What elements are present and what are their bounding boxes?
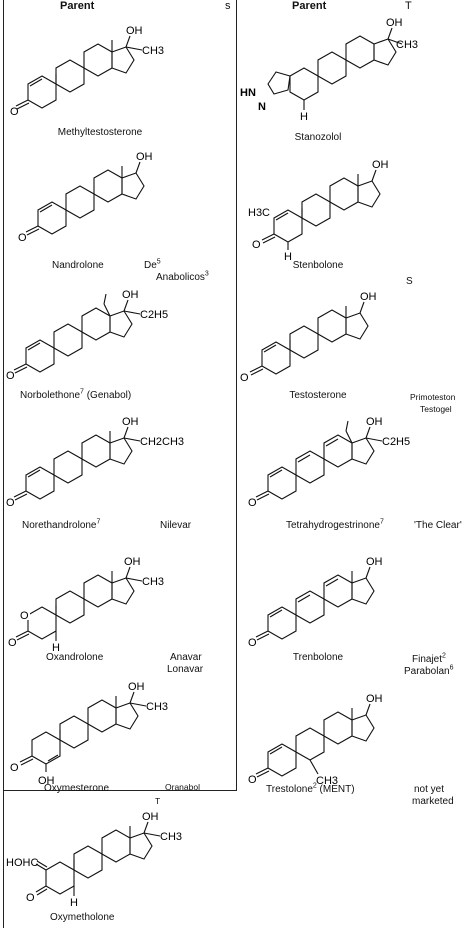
oh-label: OH <box>122 416 139 428</box>
oh-label: OH <box>372 159 389 171</box>
hn-label: HN <box>240 87 256 99</box>
oxo-o: O <box>6 497 15 509</box>
oxo-o: O <box>240 372 249 384</box>
trestolone-name: Trestolone2 (MENT) <box>266 782 355 795</box>
oh-label: OH <box>366 693 383 705</box>
oxo-o: O <box>6 370 15 382</box>
nandrolone-structure: O OH <box>8 140 178 250</box>
oxo-o: O <box>248 774 257 786</box>
stenbolone-structure: H3C O H OH <box>238 150 408 263</box>
oxymetholone-structure: HOHC O H OH CH3 <box>6 800 186 910</box>
left-border <box>3 0 4 790</box>
oh-label: OH <box>386 17 403 29</box>
tetrahydrogestrinone-trade: 'The Clear' <box>414 520 462 531</box>
methyltestosterone-structure: O OH CH3 <box>8 14 178 124</box>
oh-label: OH <box>366 556 383 568</box>
oxandrolone-trade-2: Lonavar <box>167 664 204 675</box>
oh-label: OH <box>122 289 139 301</box>
nandrolone-name: Nandrolone <box>52 260 104 271</box>
trestolone-structure: O CH3 OH <box>248 684 418 794</box>
oh-label: OH <box>360 291 377 303</box>
h-label: H <box>52 642 60 654</box>
oxo-o: O <box>248 497 257 509</box>
right-clipped-header: T <box>405 0 412 12</box>
oh-label: OH <box>126 25 143 37</box>
oxo-o: O <box>10 106 19 118</box>
oxo-o: O <box>8 637 17 649</box>
oxandrolone-name: Oxandrolone <box>46 652 104 663</box>
ch3-label: CH3 <box>142 45 164 57</box>
oxymesterone-trade-2: T <box>155 796 161 806</box>
oh-label: OH <box>136 151 153 163</box>
oxo-o: O <box>10 762 19 774</box>
trestolone-trade: not yet <box>414 784 445 795</box>
h3c-label: H3C <box>248 207 270 219</box>
oh-4-label: OH <box>38 775 55 787</box>
testosterone-trade-2: Testogel <box>420 404 452 414</box>
norbolethone-structure: O OH C2H5 <box>4 278 174 388</box>
oxandrolone-structure: O O H OH CH3 <box>8 545 178 655</box>
oh-label: OH <box>366 416 383 428</box>
lower-left-border <box>3 790 4 928</box>
tetrahydrogestrinone-structure: O OH C2H5 <box>248 405 418 515</box>
nandrolone-trade-2: Anabolicos3 <box>156 270 209 283</box>
oxymetholone-name: Oxymetholone <box>50 912 115 923</box>
trestolone-trade-2: marketed <box>412 796 454 807</box>
c2h5-label: C2H5 <box>382 436 410 448</box>
left-clipped-header: s <box>225 0 231 12</box>
oxo-o: O <box>26 892 35 904</box>
stanozolol-structure: HN N H OH CH3 <box>238 16 418 126</box>
h-label: H <box>300 111 308 123</box>
nandrolone-trade-fragment: De5 <box>144 258 161 271</box>
testosterone-trade: Primoteston <box>410 392 456 402</box>
left-parent-header: Parent <box>60 0 95 12</box>
methyltestosterone-name: Methyltestosterone <box>57 127 143 138</box>
testosterone-name: Testosterone <box>289 390 347 401</box>
ch3-label: CH3 <box>316 775 338 787</box>
oxo-o: O <box>252 239 261 251</box>
norethandrolone-name: Norethandrolone7 <box>22 518 101 531</box>
stenbolone-trade-fragment: S <box>406 276 413 287</box>
h-label: H <box>284 251 292 263</box>
trenbolone-trade: Finajet2 <box>412 652 446 665</box>
trenbolone-name: Trenbolone <box>292 652 344 663</box>
oh-label: OH <box>142 811 159 823</box>
column-divider <box>236 0 237 790</box>
h-label: H <box>70 897 78 909</box>
ch2ch3-label: CH2CH3 <box>140 436 184 448</box>
bottom-rule <box>3 790 237 791</box>
hohc-label: HOHC <box>6 857 38 869</box>
n-label: N <box>258 101 266 113</box>
norbolethone-name: Norbolethone7 (Genabol) <box>20 388 132 401</box>
ch3-label: CH3 <box>160 831 182 843</box>
c2h5-label: C2H5 <box>140 309 168 321</box>
oh-label: OH <box>128 681 145 693</box>
right-parent-header: Parent <box>292 0 327 12</box>
norethandrolone-trade: Nilevar <box>160 520 192 531</box>
stanozolol-name: Stanozolol <box>294 132 342 143</box>
oxymesterone-structure: O OH OH CH3 <box>8 678 178 788</box>
trenbolone-trade-2: Parabolan6 <box>404 664 454 677</box>
oxymesterone-name: Oxymesterone <box>44 783 110 794</box>
oxymesterone-trade: Oranabol <box>165 782 200 792</box>
testosterone-structure: O OH <box>238 280 408 390</box>
ch3-label: CH3 <box>396 39 418 51</box>
oxo-o: O <box>248 637 257 649</box>
tetrahydrogestrinone-name: Tetrahydrogestrinone7 <box>286 518 384 531</box>
ring-o: O <box>20 610 29 622</box>
stenbolone-name: Stenbolone <box>292 260 344 271</box>
trenbolone-structure: O OH <box>248 545 418 655</box>
ch3-label: CH3 <box>146 701 168 713</box>
oh-label: OH <box>124 556 141 568</box>
ch3-label: CH3 <box>142 576 164 588</box>
norethandrolone-structure: O OH CH2CH3 <box>4 405 184 515</box>
oxandrolone-trade: Anavar <box>170 652 202 663</box>
oxo-o: O <box>18 232 27 244</box>
